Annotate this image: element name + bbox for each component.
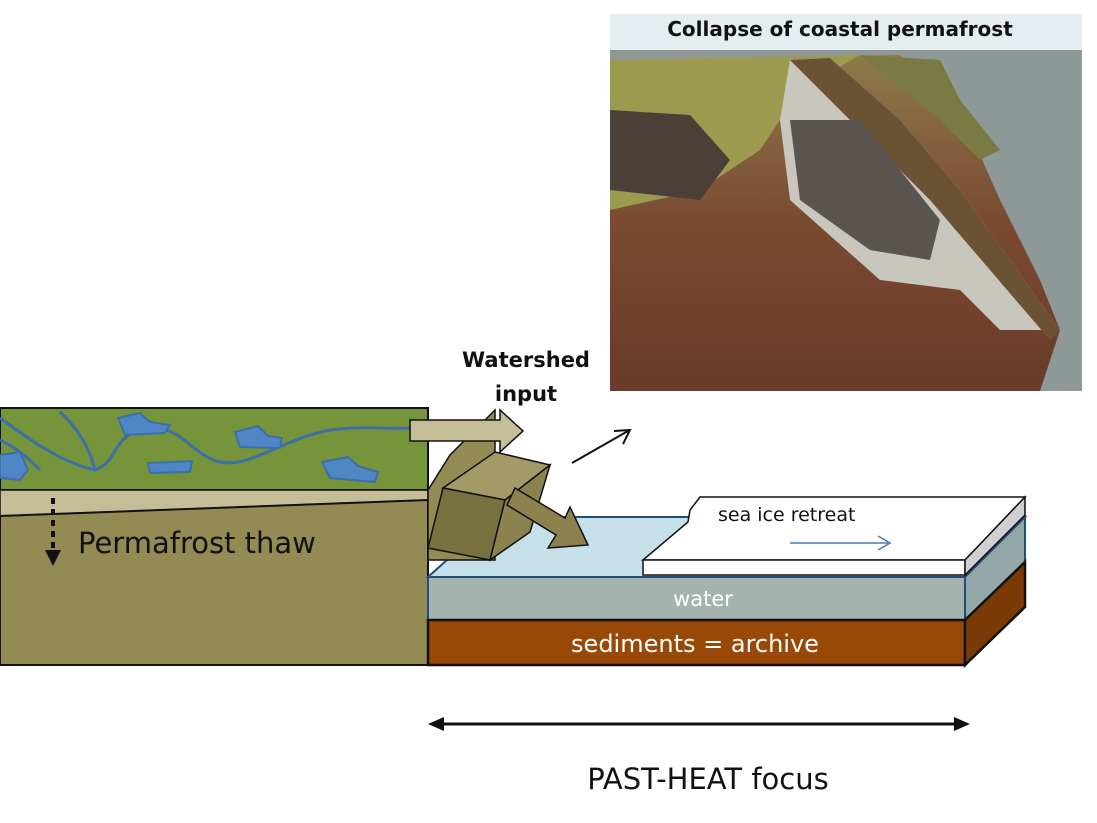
eroding-cliff [427,408,590,562]
coastal-permafrost-photo: Collapse of coastal permafrost [610,14,1082,391]
lake [0,450,30,482]
focus-extent: PAST-HEAT focus [428,717,970,796]
water-label: water [673,587,733,611]
photo-caption: Collapse of coastal permafrost [667,17,1013,41]
permafrost-body [0,498,429,666]
watershed-label-line2: input [495,382,557,406]
lake [146,459,194,475]
sediment-side [963,559,1027,668]
lake [320,455,380,484]
sea-ice-retreat-label: sea ice retreat [718,504,855,526]
lake [233,424,284,450]
thaw-arrow-head [45,550,61,566]
watershed-input: Watershed input [409,348,590,454]
sediment-input-arrow [506,486,590,549]
permafrost-thaw-label: Permafrost thaw [78,526,316,560]
river [0,416,411,472]
watershed-label-line1: Watershed [462,348,590,372]
photo-sky [610,14,1082,50]
sea-ice: sea ice retreat [640,495,1027,577]
photo-pointer-arrow [571,430,629,464]
watershed-arrow [409,408,525,454]
river-tributary [58,410,97,471]
sediments-label: sediments = archive [571,630,819,658]
lake [116,411,172,437]
focus-label: PAST-HEAT focus [587,762,828,796]
land-block: Permafrost thaw [0,407,429,666]
